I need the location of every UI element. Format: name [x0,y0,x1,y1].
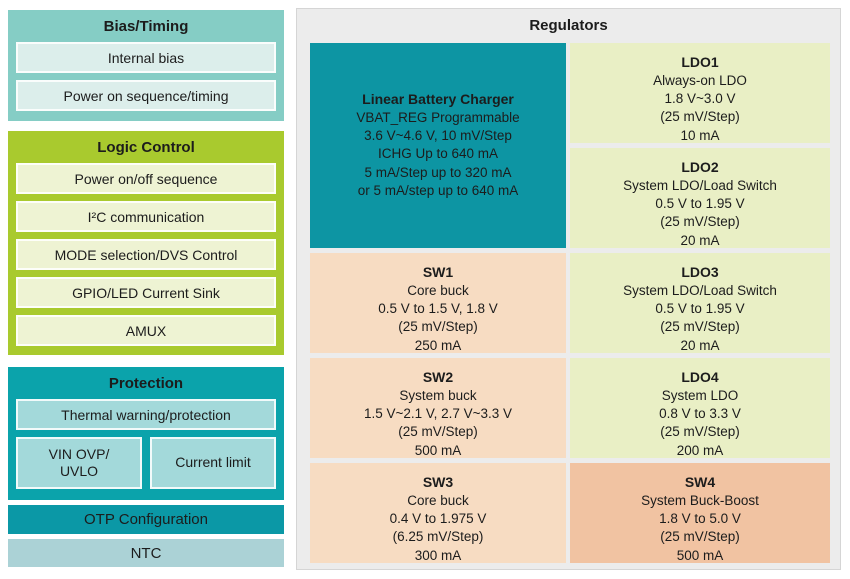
logic-item-gpio-led: GPIO/LED Current Sink [16,277,276,308]
protection-item-thermal: Thermal warning/protection [16,399,276,430]
bias-timing-section: Bias/Timing Internal bias Power on seque… [8,10,284,121]
bias-timing-title: Bias/Timing [103,18,189,35]
ldo2-block-title: LDO2 [681,159,719,175]
ldo4-block: LDO4 System LDO 0.8 V to 3.3 V (25 mV/St… [570,358,830,458]
logic-control-section: Logic Control Power on/off sequence I²C … [8,131,284,355]
otp-configuration-bar: OTP Configuration [8,505,284,534]
logic-control-items: Power on/off sequence I²C communication … [8,163,284,346]
ldo2-block: LDO2 System LDO/Load Switch 0.5 V to 1.9… [570,148,830,248]
logic-item-amux: AMUX [16,315,276,346]
sw1-block: SW1 Core buck 0.5 V to 1.5 V, 1.8 V (25 … [310,253,566,353]
sw3-block: SW3 Core buck 0.4 V to 1.975 V (6.25 mV/… [310,463,566,563]
protection-section: Protection Thermal warning/protection VI… [8,367,284,500]
charger-block-body: VBAT_REG Programmable 3.6 V~4.6 V, 10 mV… [356,109,520,198]
bias-timing-item-power-on-sequence: Power on sequence/timing [16,80,276,111]
sw4-block-body: System Buck-Boost 1.8 V to 5.0 V (25 mV/… [641,493,759,563]
regulators-panel: Regulators Linear Battery Charger VBAT_R… [296,8,841,570]
protection-title: Protection [108,375,184,392]
logic-item-power-on-off: Power on/off sequence [16,163,276,194]
sw2-block-body: System buck 1.5 V~2.1 V, 2.7 V~3.3 V (25… [363,388,513,458]
sw1-block-title: SW1 [422,264,454,280]
protection-item-current-limit: Current limit [150,437,276,489]
ldo3-block-body: System LDO/Load Switch 0.5 V to 1.95 V (… [623,283,777,353]
ldo4-block-title: LDO4 [681,369,719,385]
protection-split-row: VIN OVP/ UVLO Current limit [8,437,284,489]
sw4-block-title: SW4 [684,474,716,490]
bias-timing-item-internal-bias: Internal bias [16,42,276,73]
sw3-block-title: SW3 [422,474,454,490]
protection-items: Thermal warning/protection [8,399,284,430]
linear-battery-charger-block: Linear Battery Charger VBAT_REG Programm… [310,43,566,248]
sw2-block: SW2 System buck 1.5 V~2.1 V, 2.7 V~3.3 V… [310,358,566,458]
sw1-block-body: Core buck 0.5 V to 1.5 V, 1.8 V (25 mV/S… [378,283,498,353]
ldo1-block-title: LDO1 [681,54,719,70]
bias-timing-items: Internal bias Power on sequence/timing [8,42,284,111]
logic-item-mode-dvs: MODE selection/DVS Control [16,239,276,270]
sw4-block: SW4 System Buck-Boost 1.8 V to 5.0 V (25… [570,463,830,563]
regulators-title: Regulators [529,17,608,34]
ldo1-block: LDO1 Always-on LDO 1.8 V~3.0 V (25 mV/St… [570,43,830,143]
regulators-left-column: Linear Battery Charger VBAT_REG Programm… [310,43,566,563]
protection-item-vin-ovp-uvlo: VIN OVP/ UVLO [16,437,142,489]
ldo3-block: LDO3 System LDO/Load Switch 0.5 V to 1.9… [570,253,830,353]
ldo1-block-body: Always-on LDO 1.8 V~3.0 V (25 mV/Step) 1… [653,73,747,143]
ntc-bar: NTC [8,539,284,567]
ldo2-block-body: System LDO/Load Switch 0.5 V to 1.95 V (… [623,178,777,248]
sw2-block-title: SW2 [422,369,454,385]
logic-item-i2c: I²C communication [16,201,276,232]
sw3-block-body: Core buck 0.4 V to 1.975 V (6.25 mV/Step… [389,493,487,563]
ldo4-block-body: System LDO 0.8 V to 3.3 V (25 mV/Step) 2… [659,388,741,458]
charger-block-title: Linear Battery Charger [362,90,514,107]
ldo3-block-title: LDO3 [681,264,719,280]
logic-control-title: Logic Control [97,139,195,156]
regulators-right-column: LDO1 Always-on LDO 1.8 V~3.0 V (25 mV/St… [570,43,830,563]
